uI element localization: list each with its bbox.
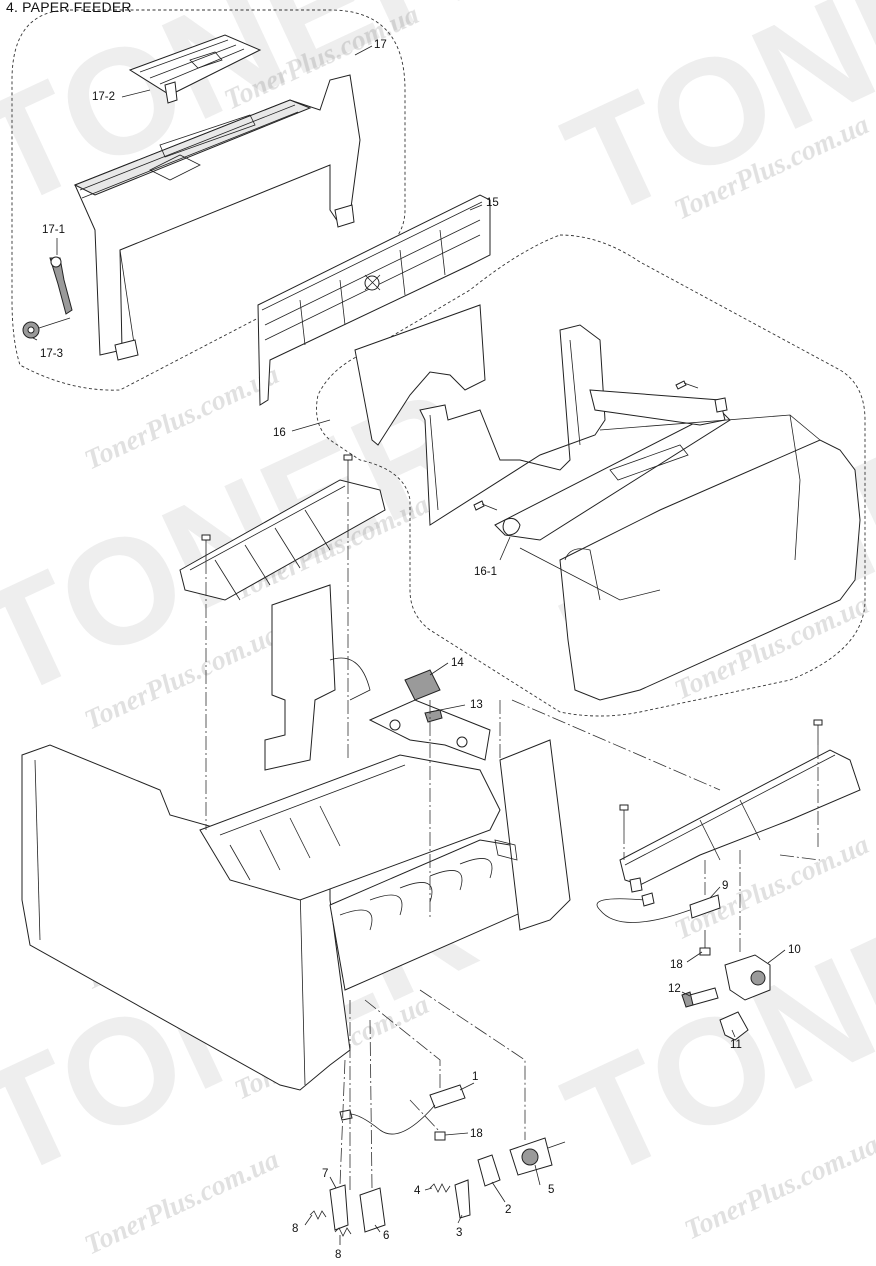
callout-labels: 17 17-2 17-1 17-3 15 16 16-1 14 13 9 10 …: [40, 39, 801, 1261]
part-17-paper-support: [73, 74, 361, 361]
callout-15: 15: [486, 197, 499, 209]
callout-18: 18: [670, 959, 683, 971]
screw: [473, 500, 498, 511]
part-guide-plate: [179, 479, 386, 601]
callout-12: 12: [668, 983, 681, 995]
callout-14: 14: [451, 657, 464, 669]
callout-9: 9: [722, 880, 728, 892]
part-inner-frame: [264, 584, 336, 771]
part-18-screw: [699, 930, 711, 956]
callout-10: 10: [788, 944, 801, 956]
screw: [813, 719, 823, 745]
assembly-lines: [205, 480, 821, 1190]
callout-17-1: 17-1: [42, 224, 65, 236]
part-16-tray-assembly: [354, 304, 861, 701]
part-2-holder: [477, 1154, 501, 1187]
callout-17: 17: [374, 39, 387, 51]
part-12-shaft: [681, 987, 719, 1008]
part-17-3-gear: [22, 317, 71, 339]
callout-16-1: 16-1: [474, 566, 497, 578]
part-11-cam: [719, 1011, 749, 1041]
callout-11: 11: [730, 1039, 742, 1051]
callout-3: 3: [456, 1227, 462, 1239]
callout-18: 18: [470, 1128, 483, 1140]
part-6-actuator: [359, 1187, 386, 1233]
callout-6: 6: [383, 1230, 389, 1242]
part-right-guide-rail: [619, 749, 861, 893]
part-15-guide-cover: [257, 194, 491, 406]
screw: [619, 804, 629, 830]
callout-8: 8: [335, 1249, 341, 1261]
part-8-spring: [334, 1227, 352, 1237]
part-13-arm: [329, 657, 491, 761]
part-8-spring: [309, 1210, 327, 1220]
part-4-spring: [429, 1183, 451, 1193]
part-5-roller: [509, 1137, 566, 1176]
group-outline-16: [316, 234, 866, 717]
callout-7: 7: [322, 1168, 328, 1180]
callout-17-3: 17-3: [40, 348, 63, 360]
callout-13: 13: [470, 699, 483, 711]
part-9-sensor: [596, 892, 721, 923]
leader-lines: [32, 45, 786, 1245]
part-7-actuator: [329, 1184, 349, 1231]
part-3-lever: [454, 1179, 471, 1219]
part-main-frame: [21, 739, 571, 1091]
callout-2: 2: [505, 1204, 511, 1216]
part-10-roller-holder: [724, 954, 771, 1001]
part-1-sensor: [339, 1084, 466, 1135]
part-14-bracket: [404, 669, 441, 701]
callout-16: 16: [273, 427, 286, 439]
part-17-2-tray-extension: [128, 34, 262, 104]
callout-8: 8: [292, 1223, 298, 1235]
callout-5: 5: [548, 1184, 554, 1196]
callout-17-2: 17-2: [92, 91, 115, 103]
callout-1: 1: [472, 1071, 478, 1083]
part-17-1-lever: [49, 256, 73, 315]
screw: [343, 454, 353, 480]
diagram-title: 4. PAPER FEEDER: [6, 0, 132, 15]
part-18-screw: [434, 1131, 446, 1141]
screw: [675, 380, 699, 390]
callout-4: 4: [414, 1185, 421, 1197]
screw: [201, 534, 211, 560]
group-outline-17: [11, 9, 406, 391]
